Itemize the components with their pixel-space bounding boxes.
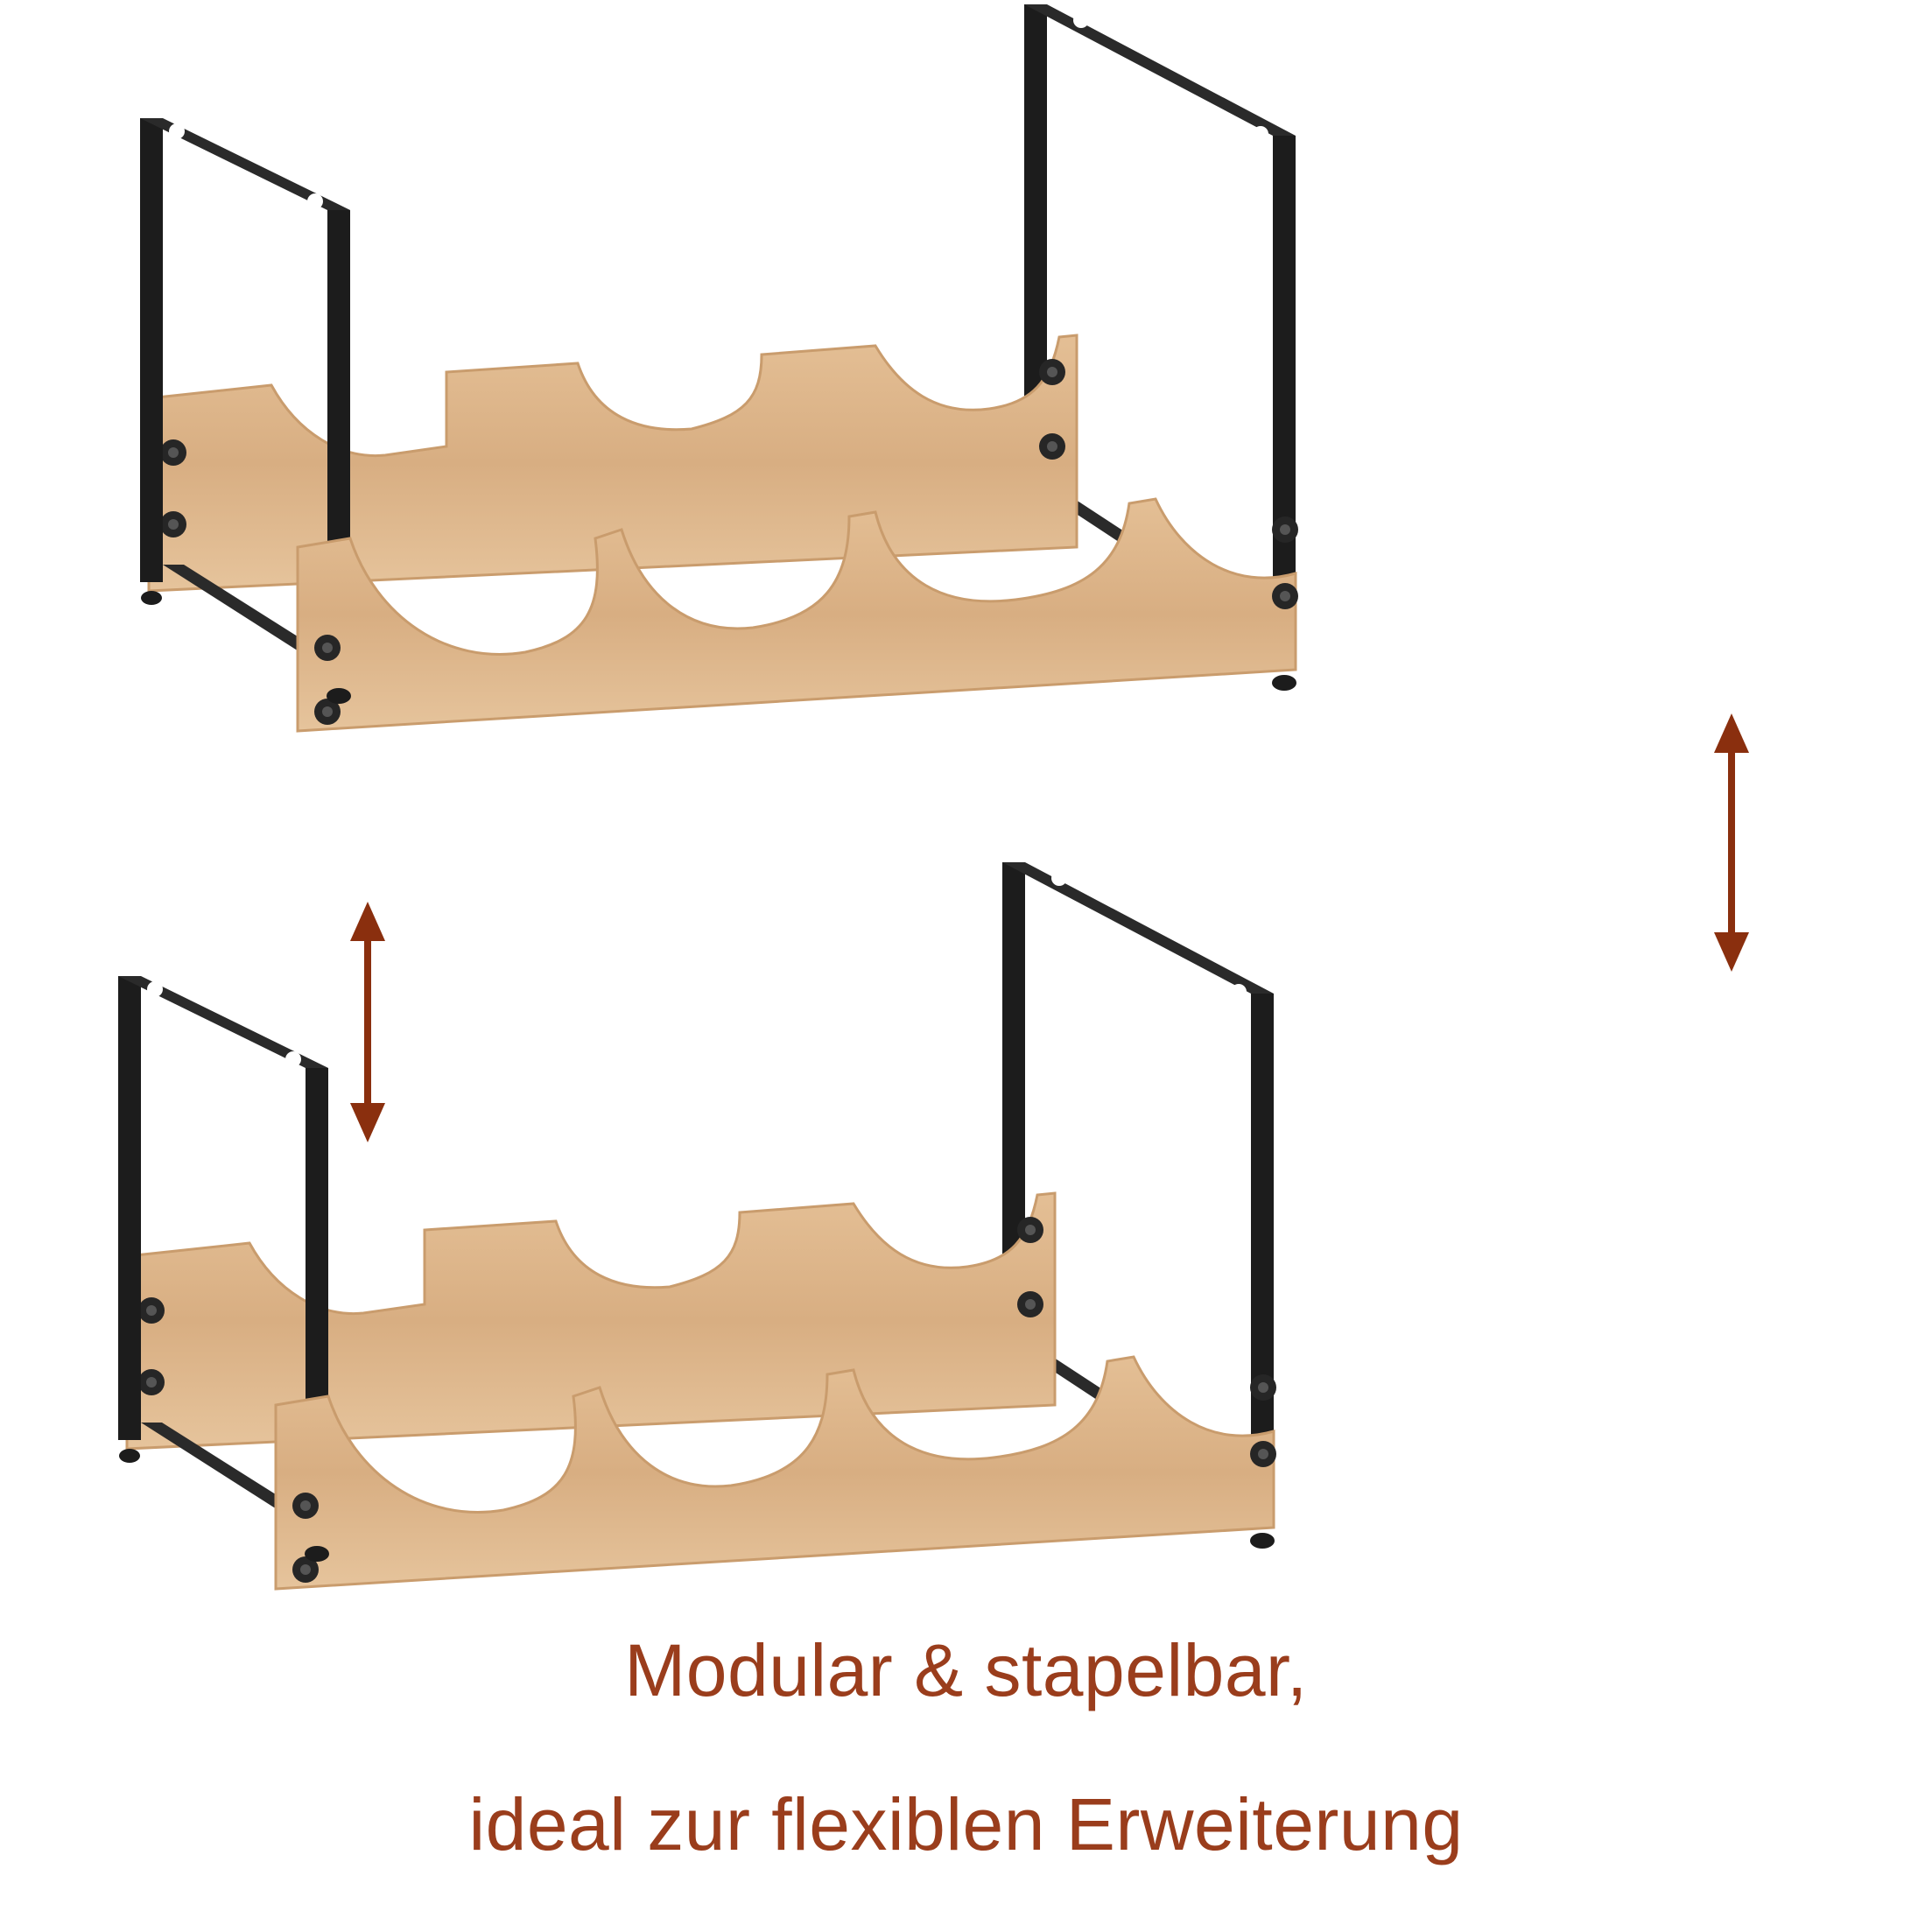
double-arrow-icon bbox=[350, 902, 385, 1142]
upper-wine-rack bbox=[140, 4, 1298, 731]
caption-line-2: ideal zur flexiblen Erweiterung bbox=[468, 1783, 1464, 1865]
lower-wine-rack bbox=[118, 862, 1276, 1589]
double-arrow-icon bbox=[1714, 713, 1749, 972]
caption-line-1: Modular & stapelbar, bbox=[624, 1629, 1308, 1711]
